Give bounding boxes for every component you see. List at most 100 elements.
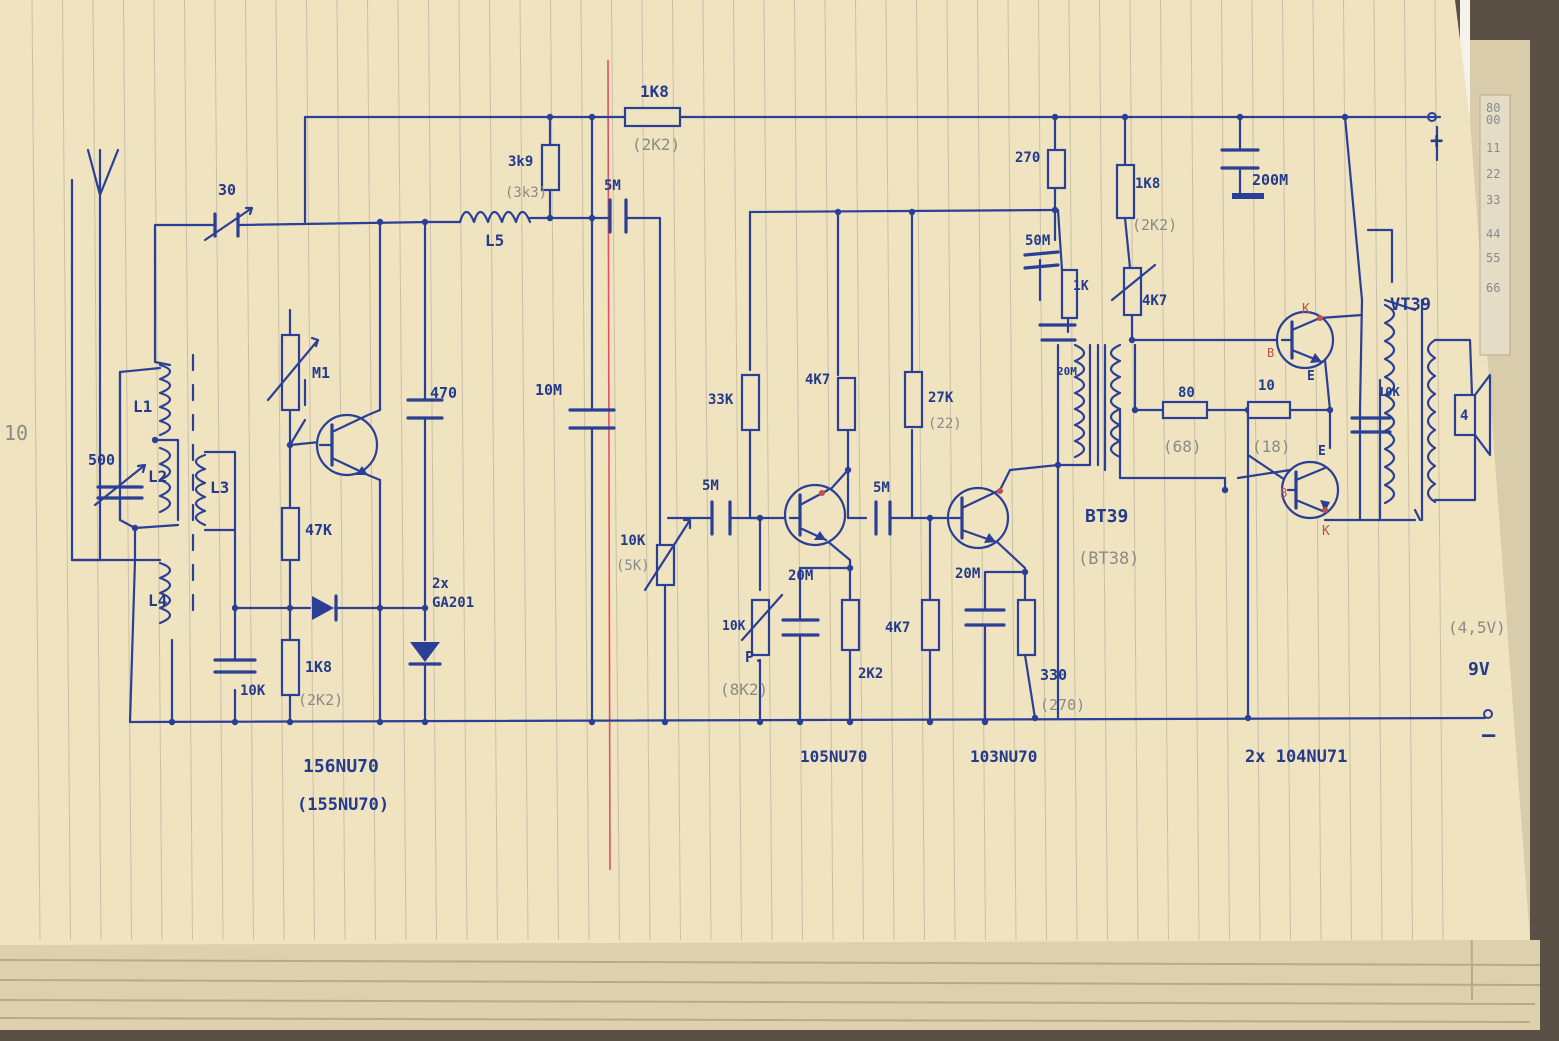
label-trim-alt: (8K2) <box>720 680 768 699</box>
margin-scribble: 10 <box>4 421 28 445</box>
label-cap-10k: 10K <box>240 683 266 699</box>
resistor-tuner-1k8 <box>280 638 301 697</box>
labels: 1K8 (2K2) + – 9V (4,5V) 30 500 L1 L2 L3 … <box>88 82 1506 815</box>
edge-tab-7: 66 <box>1486 281 1500 295</box>
wiring <box>70 115 1487 724</box>
transistor-icon-stage3 <box>946 486 1010 550</box>
speaker-icon <box>1453 373 1492 457</box>
potentiometer-10k <box>655 543 676 587</box>
label-2x: 2x <box>432 576 449 592</box>
diode-vertical-icon <box>410 642 440 662</box>
transistor-icon-output-top <box>1275 310 1335 370</box>
edge-tab-2: 11 <box>1486 141 1500 155</box>
label-1k: 1K <box>1073 279 1089 294</box>
label-103nu70: 103NU70 <box>970 747 1037 766</box>
cap-stage2-20m <box>781 618 820 637</box>
label-9v: 9V <box>1468 659 1490 680</box>
label-output-1k8-alt: (2K2) <box>1132 216 1177 234</box>
diodes <box>312 594 442 666</box>
label-bt39: BT39 <box>1085 506 1128 527</box>
label-68: (68) <box>1163 437 1202 456</box>
label-output-1k8: 1K8 <box>1135 176 1160 192</box>
label-top-1k8: 1K8 <box>640 82 669 101</box>
edge-tab-5: 44 <box>1486 227 1500 241</box>
label-200m: 200M <box>1252 171 1288 189</box>
page-sheet <box>0 0 1530 945</box>
label-3k9: 3k9 <box>508 154 533 170</box>
transistor-icon-stage2 <box>783 483 847 547</box>
junctions <box>131 112 1493 726</box>
label-ga201: GA201 <box>432 595 474 611</box>
label-stage2-5m: 5M <box>702 478 719 494</box>
label-156nu70: 156NU70 <box>303 756 379 777</box>
label-2k2: 2K2 <box>858 666 883 682</box>
label-27k-alt: (22) <box>928 416 962 432</box>
resistor-4k7-trim <box>1122 266 1143 317</box>
ruled-grid <box>31 0 1444 941</box>
label-4k7-a: 4K7 <box>805 372 830 388</box>
label-pot-5k: (5K) <box>616 558 650 574</box>
label-50m: 50M <box>1025 233 1050 249</box>
coil-l1 <box>158 363 172 437</box>
resistors <box>266 106 1394 697</box>
label-pin-e-top: E <box>1307 369 1315 384</box>
cap-tuner-10k <box>213 658 257 674</box>
label-270: 270 <box>1015 150 1040 166</box>
resistor-1k <box>1060 268 1079 320</box>
coil-l5 <box>458 210 532 224</box>
label-l4: L4 <box>148 591 167 610</box>
label-plus-top: + <box>1430 129 1443 154</box>
resistor-330 <box>1016 598 1037 657</box>
cap-10m <box>568 408 616 430</box>
resistor-80 <box>1161 400 1209 420</box>
label-330: 330 <box>1040 666 1067 684</box>
label-trim-10k: 10K <box>722 619 746 634</box>
label-l1: L1 <box>133 397 152 416</box>
label-output-10k: 10K <box>1378 385 1400 399</box>
coil-driver-secondary <box>1109 343 1122 459</box>
diode-horizontal-icon <box>312 596 334 620</box>
label-33k: 33K <box>708 392 734 408</box>
label-vt39: VT39 <box>1390 295 1431 315</box>
cap-driver-20m <box>1038 323 1077 342</box>
resistor-47k <box>280 506 301 562</box>
label-4-5v: (4,5V) <box>1448 618 1506 637</box>
label-105nu70: 105NU70 <box>800 747 867 766</box>
coil-l2 <box>158 446 172 514</box>
coils <box>158 210 1477 625</box>
label-10: 10 <box>1258 378 1275 394</box>
edge-tab-0: 80 <box>1486 101 1500 115</box>
coil-l3 <box>194 453 207 527</box>
red-margin-line <box>607 59 611 871</box>
coil-l4 <box>158 561 172 625</box>
label-4k7-trim: 4K7 <box>1142 293 1167 309</box>
coil-output-primary <box>1383 303 1396 505</box>
label-stage2-20m: 20M <box>788 568 813 584</box>
cap-stage2-5m <box>710 500 732 536</box>
label-trim-p: P. <box>745 648 763 666</box>
label-minus: – <box>1482 723 1496 748</box>
label-4k7-b: 4K7 <box>885 620 910 636</box>
resistor-top-1k8 <box>623 106 682 128</box>
label-pin-b-bottom: B <box>1280 486 1287 500</box>
resistor-10 <box>1246 400 1292 420</box>
label-driver-20m: 20M <box>1057 365 1077 378</box>
cap-stage3-5m <box>874 500 892 536</box>
label-80: 80 <box>1178 385 1195 401</box>
label-l5: L5 <box>485 231 504 250</box>
resistor-27k <box>903 370 924 429</box>
label-pin-k-top: K <box>1302 302 1310 317</box>
cap-output-10k <box>1350 416 1392 434</box>
label-tuner-1k8: 1K8 <box>305 658 332 676</box>
label-bt38: (BT38) <box>1078 549 1139 569</box>
resistor-4k7-b <box>920 598 941 652</box>
label-pin-k-bottom: K <box>1322 524 1330 539</box>
label-pin-e-bottom: E <box>1318 444 1326 459</box>
resistor-2k2 <box>840 598 861 652</box>
transistor-icon-tuner <box>315 408 382 482</box>
coil-output-secondary <box>1426 338 1437 504</box>
cap-50m <box>1023 250 1060 270</box>
resistor-33k <box>740 373 761 432</box>
edge-tab-6: 55 <box>1486 251 1500 265</box>
